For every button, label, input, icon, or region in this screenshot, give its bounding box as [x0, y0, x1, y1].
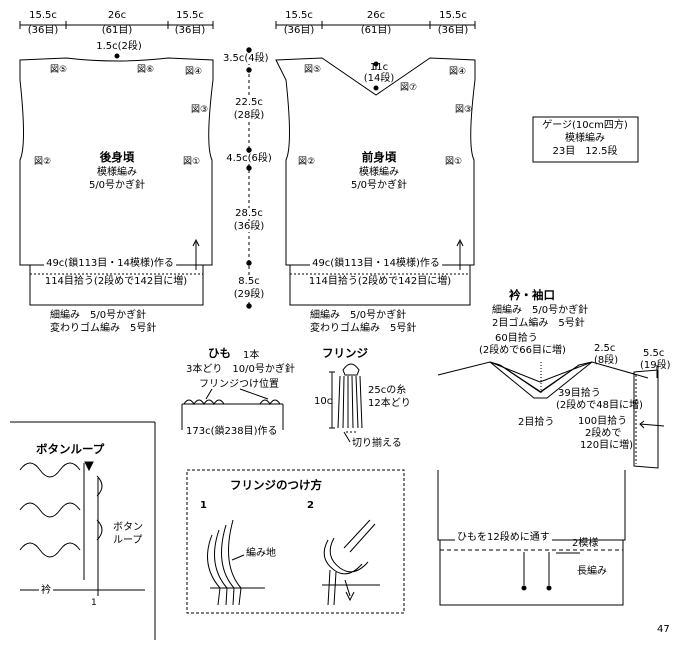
howto-title: フリンジのつけ方	[230, 478, 322, 492]
back-right-stitches: (36目)	[174, 25, 206, 36]
height-body: 28.5c	[235, 208, 263, 219]
front-fig1: 図①	[445, 157, 463, 167]
howto-step2: 2	[307, 500, 314, 511]
button-loop-n1: 1	[91, 598, 97, 608]
back-pickup: 114目拾う(2段めで142目に増)	[44, 276, 188, 287]
cord-spec: 3本どり 10/0号かぎ針	[186, 364, 295, 375]
back-left-width: 15.5c	[29, 10, 57, 21]
button-loop-label1: ボタン	[113, 522, 143, 533]
back-fig6: 図⑥	[137, 65, 155, 75]
front-fig3: 図③	[455, 105, 473, 115]
front-hem-sc: 細編み 5/0号かぎ針	[310, 310, 407, 321]
cuff-pick100-c: 120目に増)	[580, 440, 633, 451]
howto-fabric: 編み地	[246, 548, 276, 559]
fringe-strands: 12本どり	[368, 398, 411, 409]
height-shoulder: 3.5c(4段)	[223, 53, 269, 64]
page-number: 47	[657, 624, 670, 635]
cord-title: ひも	[208, 346, 231, 360]
front-hook: 5/0号かぎ針	[350, 180, 408, 191]
front-left-width: 15.5c	[285, 10, 313, 21]
back-hem-rib: 変わりゴム編み 5号針	[50, 323, 157, 334]
front-right-stitches: (36目)	[437, 25, 469, 36]
button-loop-title: ボタンループ	[36, 442, 105, 456]
collar-pick60: 60目拾う	[495, 333, 538, 344]
collar-cuff-title: 衿・袖口	[509, 288, 555, 302]
front-fig5: 図⑤	[304, 65, 322, 75]
collar-depth-rows: (8段)	[594, 355, 619, 366]
assembly-long-st: 長編み	[577, 566, 607, 577]
front-foundation: 49c(鎖113目・14模様)作る	[310, 258, 442, 269]
cord-count: 1本	[243, 350, 260, 361]
collar-cuff-rib: 2目ゴム編み 5号針	[492, 318, 585, 329]
back-center-stitches: (61目)	[101, 25, 133, 36]
front-left-stitches: (36目)	[283, 25, 315, 36]
button-loop-collar: 衿	[39, 585, 53, 596]
fringe-yarn: 25cの糸	[368, 385, 407, 396]
cuff-depth-rows: (19段)	[640, 360, 671, 371]
front-neck-depth: 11c	[369, 62, 389, 73]
gauge-value: 23目 12.5段	[552, 146, 618, 157]
front-right-width: 15.5c	[439, 10, 467, 21]
front-fig4: 図④	[449, 67, 467, 77]
collar-pick39: 39目拾う	[558, 388, 601, 399]
collar-depth: 2.5c	[594, 343, 616, 354]
collar-pick39-inc: (2段めで48目に増)	[556, 400, 643, 411]
back-right-width: 15.5c	[176, 10, 204, 21]
howto-step1: 1	[200, 500, 207, 511]
back-hook: 5/0号かぎ針	[88, 180, 146, 191]
back-pattern: 模様編み	[97, 167, 137, 178]
back-fig1: 図①	[183, 157, 201, 167]
assembly-thread: ひもを12段めに通す	[455, 532, 552, 543]
front-fig7: 図⑦	[400, 83, 418, 93]
front-title: 前身頃	[361, 150, 397, 164]
fringe-length: 10c	[314, 396, 333, 407]
cord-fringe-pos: フリンジつけ位置	[199, 379, 279, 390]
back-fig5: 図⑤	[50, 65, 68, 75]
cord-length: 173c(鎖238目)作る	[186, 426, 278, 437]
height-mid: 4.5c(6段)	[226, 153, 272, 164]
back-left-stitches: (36目)	[27, 25, 59, 36]
front-pickup: 114目拾う(2段めで142目に増)	[308, 276, 452, 287]
cuff-pick100: 100目拾う	[578, 416, 628, 427]
back-fig3: 図③	[191, 105, 209, 115]
front-center-stitches: (61目)	[360, 25, 392, 36]
front-center-width: 26c	[366, 10, 386, 21]
back-fig4: 図④	[185, 67, 203, 77]
cuff-depth: 5.5c	[643, 348, 665, 359]
button-loop-label2: ループ	[113, 535, 143, 546]
cuff-pick100-b: 2段めで	[585, 428, 622, 439]
back-neck-drop: 1.5c(2段)	[96, 41, 142, 52]
back-hem-sc: 細編み 5/0号かぎ針	[50, 310, 147, 321]
back-fig2: 図②	[34, 157, 52, 167]
collar-cuff-sc: 細編み 5/0号かぎ針	[492, 305, 589, 316]
assembly-pattern2: 2模様	[572, 538, 599, 549]
height-hem: 8.5c	[238, 276, 260, 287]
collar-pick2: 2目拾う	[518, 417, 555, 428]
gauge-title: ゲージ(10cm四方)	[542, 120, 628, 131]
fringe-trim: 切り揃える	[352, 438, 402, 449]
height-hem-rows: (29段)	[233, 289, 265, 300]
fringe-title: フリンジ	[322, 346, 368, 360]
back-title: 後身頃	[99, 150, 135, 164]
gauge-pattern: 模様編み	[565, 133, 605, 144]
height-armhole: 22.5c	[235, 97, 263, 108]
height-armhole-rows: (28段)	[233, 110, 265, 121]
front-fig2: 図②	[298, 157, 316, 167]
back-center-width: 26c	[107, 10, 127, 21]
front-pattern: 模様編み	[359, 167, 399, 178]
front-hem-rib: 変わりゴム編み 5号針	[310, 323, 417, 334]
back-foundation: 49c(鎖113目・14模様)作る	[44, 258, 176, 269]
height-body-rows: (36段)	[233, 221, 265, 232]
collar-pick60-inc: (2段めで66目に増)	[479, 345, 566, 356]
front-neck-rows: (14段)	[363, 73, 395, 84]
